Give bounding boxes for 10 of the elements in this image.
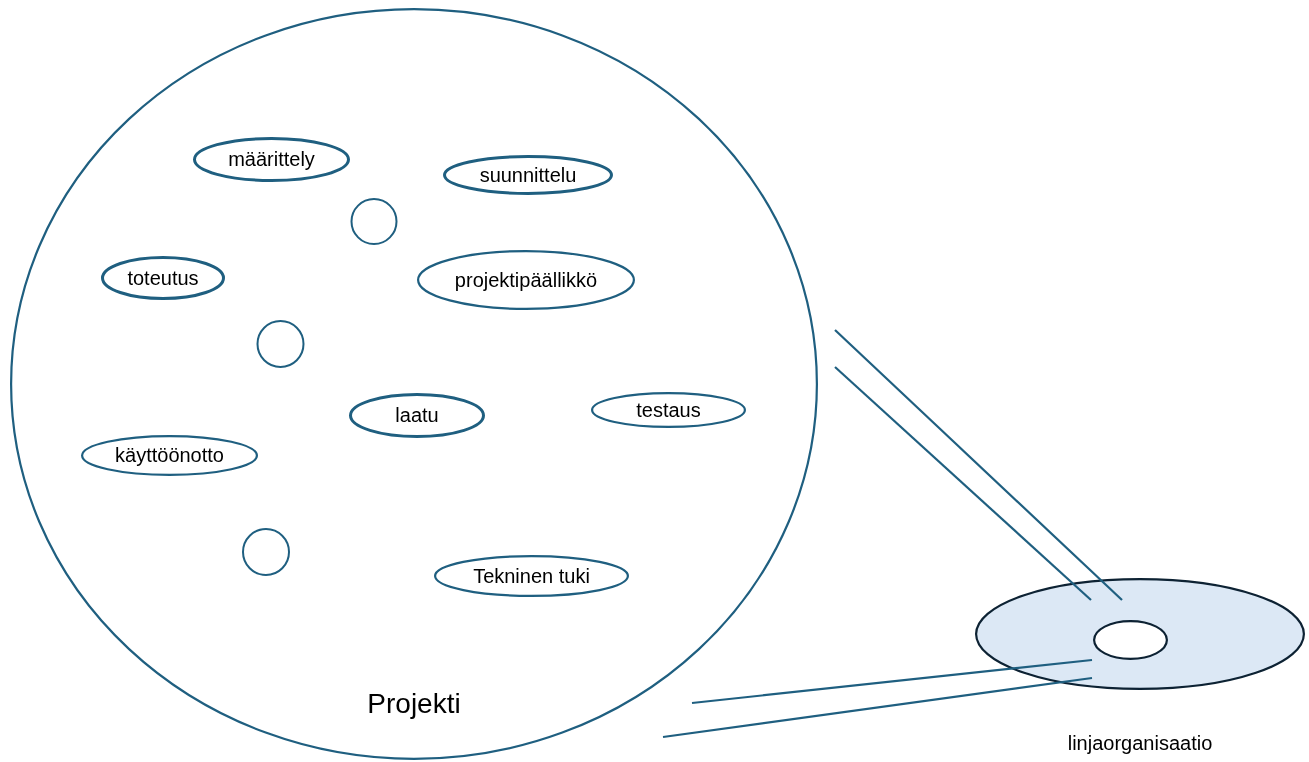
- node-label: Tekninen tuki: [473, 564, 590, 588]
- node-label: testaus: [636, 398, 701, 422]
- node-label: toteutus: [127, 266, 199, 290]
- node-label: Projekti: [367, 688, 461, 720]
- node-label: käyttöönotto: [115, 444, 224, 467]
- node-label: suunnittelu: [479, 163, 577, 187]
- node-label: linjaorganisaatio: [1067, 732, 1213, 755]
- node-label: laatu: [395, 404, 439, 427]
- node-label: määrittely: [228, 148, 315, 171]
- node-label: projektipäällikkö: [454, 268, 598, 292]
